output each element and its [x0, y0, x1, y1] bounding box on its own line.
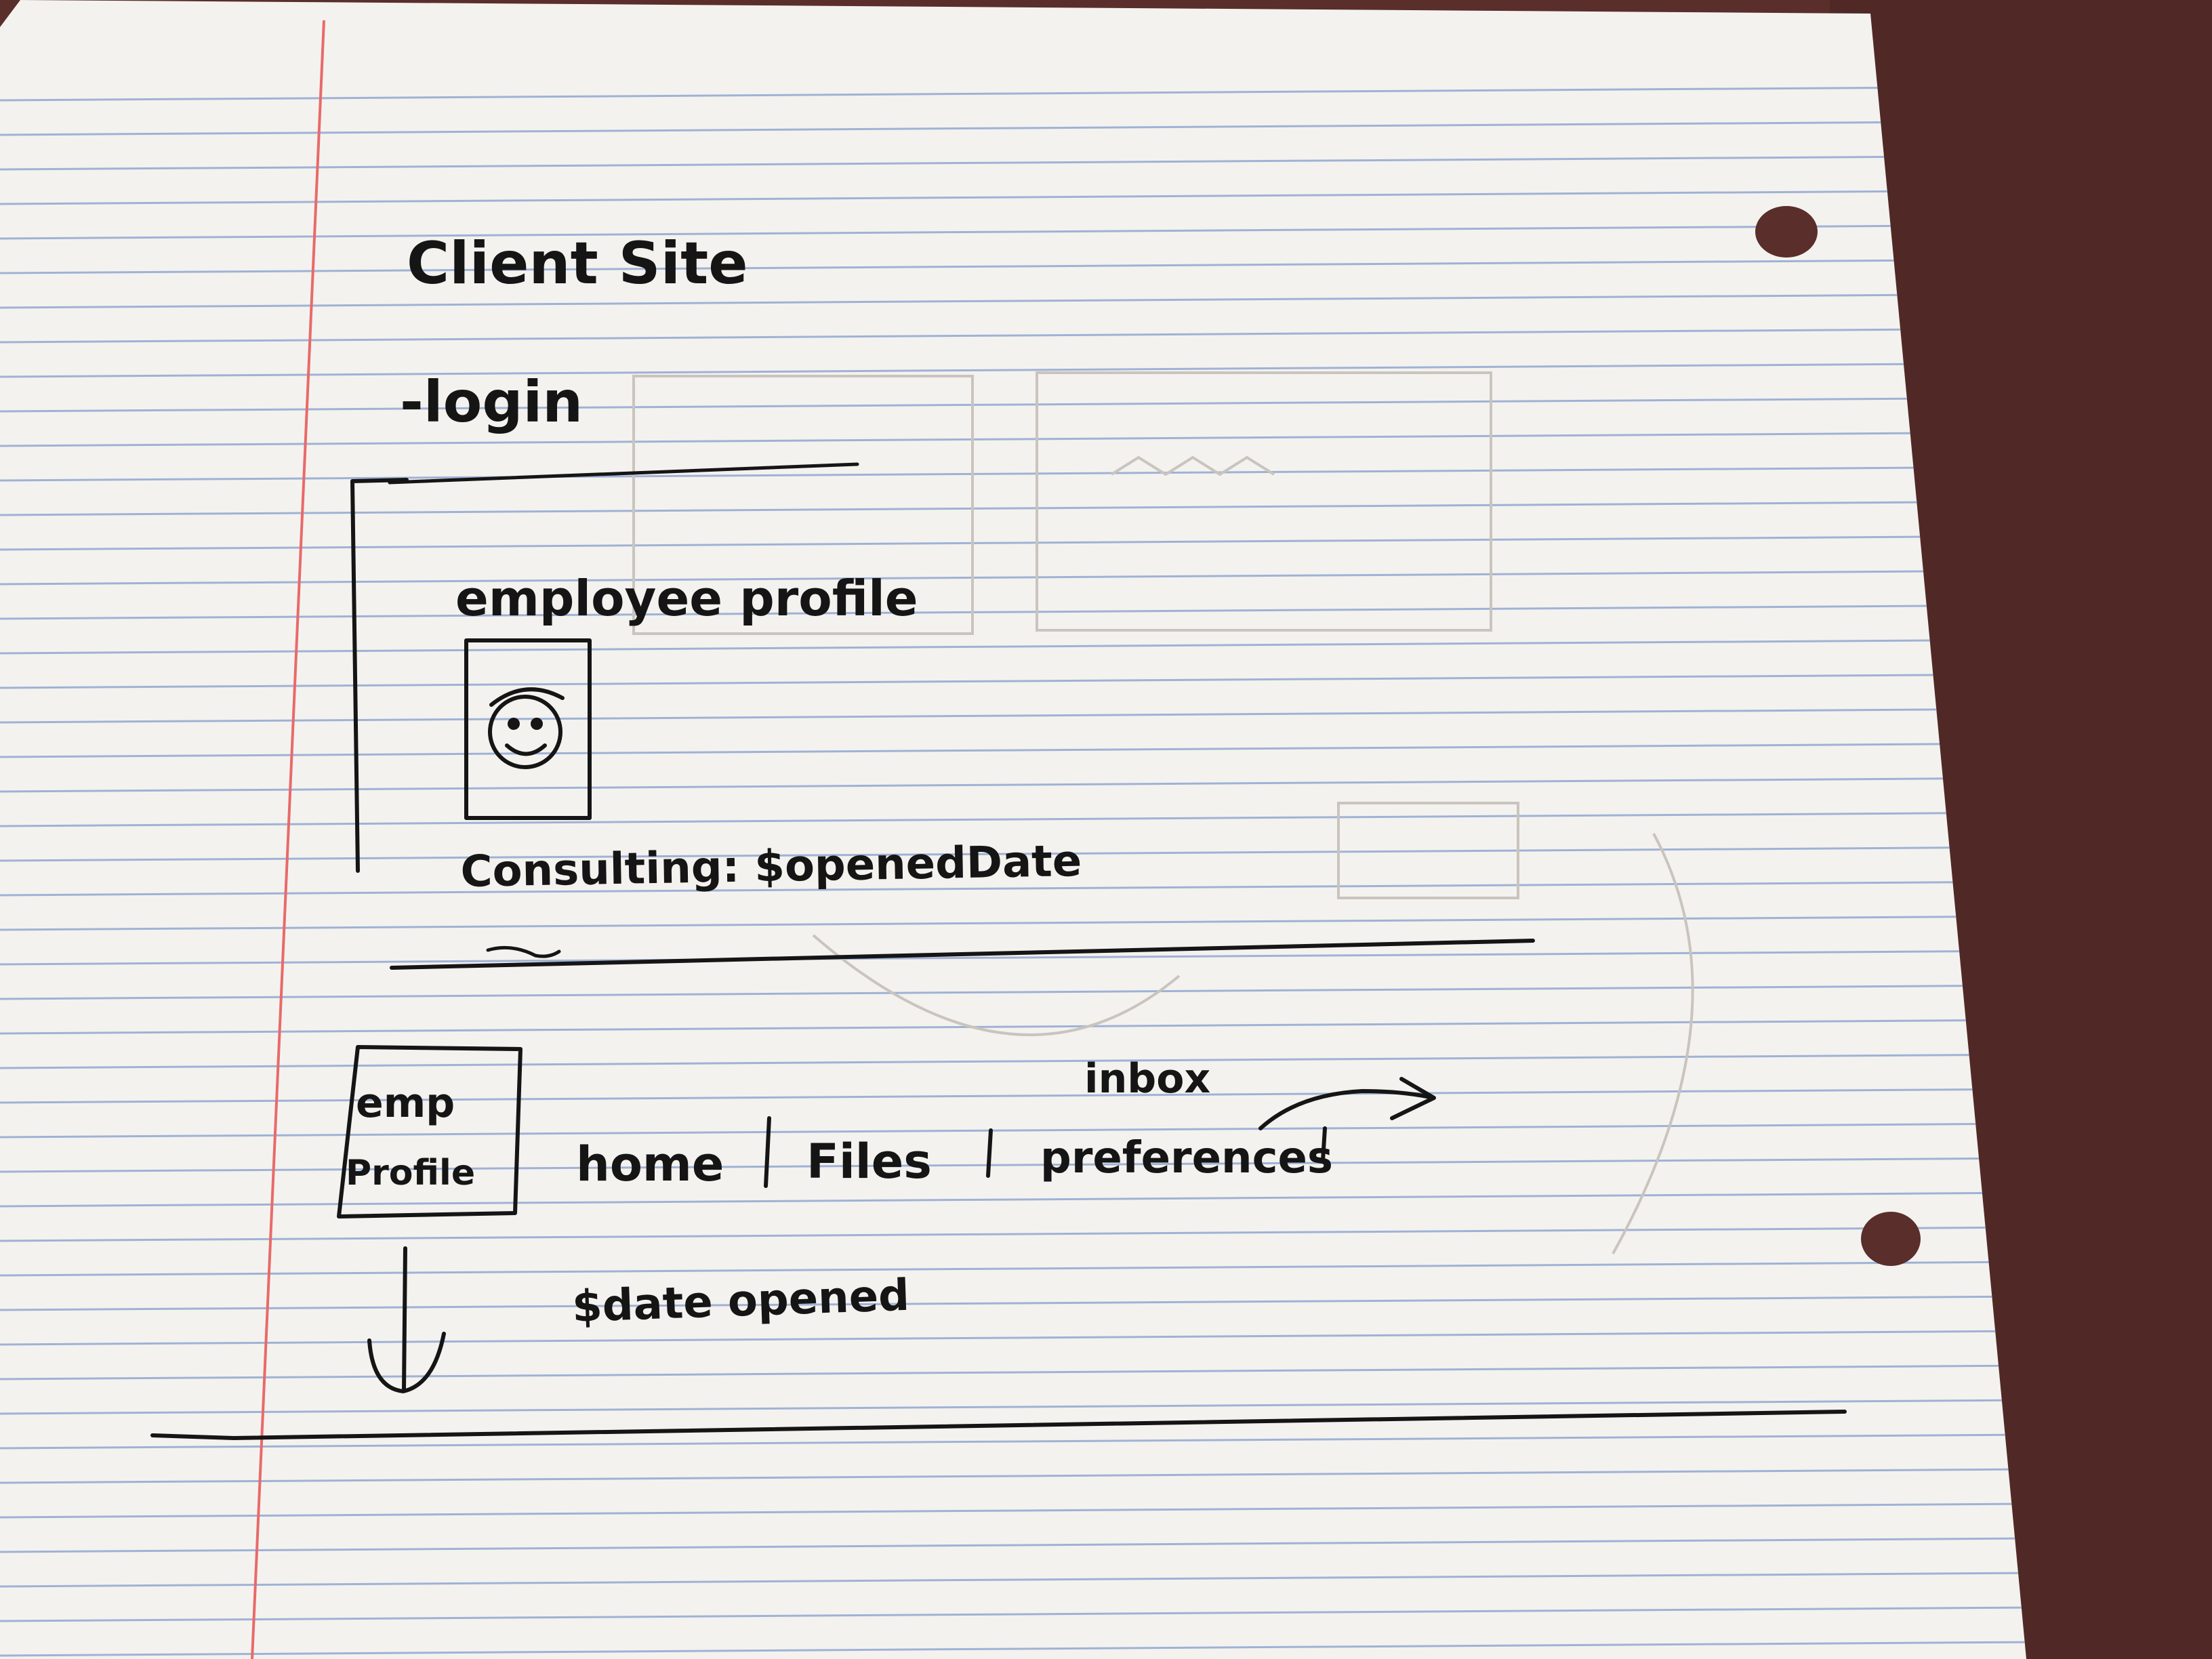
ruled-line: [0, 742, 2026, 758]
nav-separator: [764, 1116, 771, 1188]
paper-sheet: [0, 0, 2026, 1659]
ruled-line: [0, 1019, 2026, 1035]
profile-panel-bottom-rule: [390, 939, 1535, 970]
nav-separator: [986, 1128, 993, 1178]
ruled-line: [0, 811, 2026, 827]
ruled-line: [0, 1053, 2026, 1069]
login-section-rule: [388, 462, 859, 485]
ruled-line: [0, 189, 2026, 205]
ruled-line: [0, 466, 2026, 482]
ruled-line: [0, 673, 2026, 689]
ruled-line: [0, 1537, 2026, 1553]
ruled-line: [0, 293, 2026, 309]
ruled-line: [0, 1468, 2026, 1484]
ruled-line: [0, 1261, 2026, 1277]
ruled-line: [0, 949, 2026, 966]
emp-profile-box-line1: emp: [356, 1080, 455, 1127]
ruled-line: [0, 535, 2026, 551]
ruled-line: [0, 1226, 2026, 1242]
ruled-line: [0, 569, 2026, 586]
ruled-line: [0, 224, 2026, 240]
emp-profile-box: [337, 1045, 523, 1218]
ruled-line: [0, 638, 2026, 655]
margin-line: [251, 20, 325, 1659]
ruled-line: [0, 846, 2026, 862]
portrait-frame: [464, 638, 592, 820]
binder-hole-icon: [1861, 1212, 1921, 1266]
ruled-line: [0, 1122, 2026, 1139]
nav-separator: [1321, 1126, 1327, 1162]
pencil-ghost-marks: [632, 371, 1694, 1254]
ruled-line: [0, 1572, 2026, 1588]
page-bottom-rule: [150, 1410, 1847, 1440]
ruled-line: [0, 1433, 2026, 1450]
sketch-title: Client Site: [407, 230, 748, 298]
inbox-note: inbox: [1084, 1055, 1210, 1103]
ruled-line: [0, 258, 2026, 274]
profile-panel-heading: employee profile: [455, 570, 918, 627]
ruled-line: [0, 880, 2026, 897]
ruled-line: [0, 1502, 2026, 1519]
ruled-line: [0, 1606, 2026, 1622]
binder-hole-icon: [1755, 206, 1818, 258]
ruled-line: [0, 1399, 2026, 1415]
ruled-line: [0, 708, 2026, 724]
nav-link-preferences: preferences: [1040, 1133, 1333, 1183]
nav-link-home: home: [576, 1136, 724, 1192]
down-arrow-icon: [367, 1246, 446, 1393]
ruled-line: [0, 396, 2026, 413]
tilde-mark: [486, 945, 561, 958]
smiley-face-portrait-icon: [488, 687, 565, 769]
ruled-line: [0, 1364, 2026, 1380]
login-label: -login: [400, 369, 583, 435]
ruled-line: [0, 327, 2026, 344]
ruled-line: [0, 1088, 2026, 1104]
inbox-arrow-icon: [1258, 1077, 1436, 1130]
consulting-line: Consulting: $openedDate: [460, 836, 1082, 897]
ruled-line: [0, 1157, 2026, 1173]
ruled-line: [0, 777, 2026, 793]
ruled-lines: [0, 85, 2026, 1657]
ruled-line: [0, 1641, 2026, 1657]
profile-panel-border: [350, 478, 409, 873]
ruled-line: [0, 155, 2026, 171]
date-opened-label: $date opened: [571, 1271, 910, 1332]
ruled-line: [0, 500, 2026, 516]
ruled-line: [0, 362, 2026, 378]
ruled-line: [0, 85, 2026, 102]
ruled-line: [0, 1330, 2026, 1346]
emp-profile-box-line2: Profile: [346, 1153, 475, 1193]
ruled-line: [0, 431, 2026, 447]
ruled-line: [0, 1295, 2026, 1311]
ruled-line: [0, 984, 2026, 1000]
nav-link-files: Files: [806, 1134, 932, 1189]
ruled-line: [0, 120, 2026, 136]
ruled-line: [0, 604, 2026, 620]
ruled-line: [0, 915, 2026, 931]
